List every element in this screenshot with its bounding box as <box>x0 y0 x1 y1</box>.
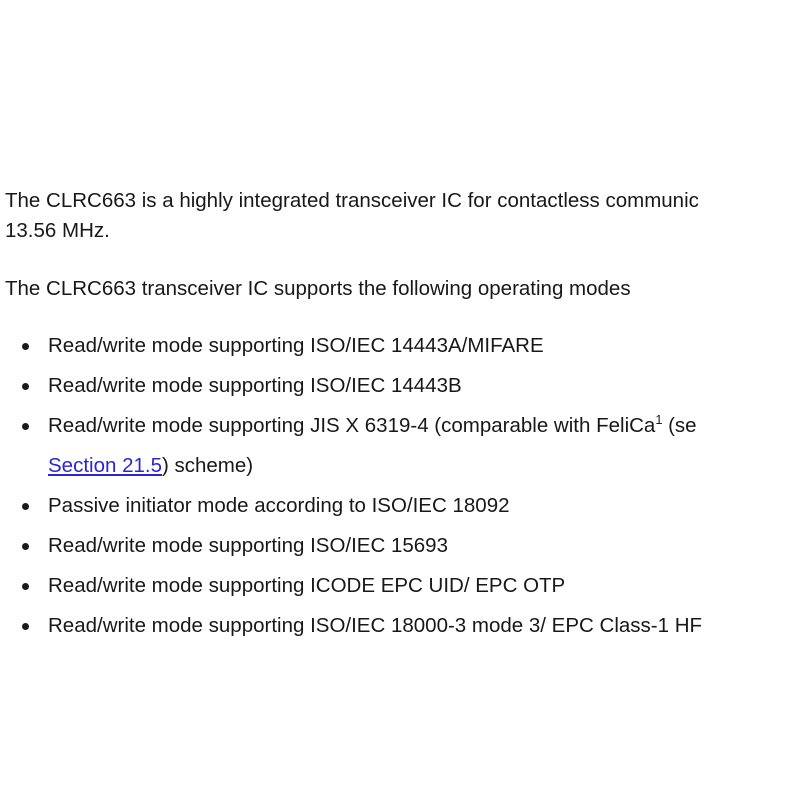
list-item: Read/write mode supporting JIS X 6319-4 … <box>5 406 800 486</box>
operating-modes-list: Read/write mode supporting ISO/IEC 14443… <box>5 326 800 646</box>
bullet-dot-icon <box>22 503 29 510</box>
bullet-dot-icon <box>22 543 29 550</box>
list-item: Read/write mode supporting ISO/IEC 18000… <box>5 606 800 646</box>
list-item-continuation: Section 21.5) scheme) <box>48 446 800 486</box>
bullet-dot-icon <box>22 423 29 430</box>
list-item-label: Read/write mode supporting ISO/IEC 18000… <box>48 614 703 637</box>
document-content: The CLRC663 is a highly integrated trans… <box>5 186 800 646</box>
operating-modes-lead-in-line-1: The CLRC663 transceiver IC supports the … <box>5 277 631 300</box>
section-21-5-link[interactable]: Section 21.5 <box>48 454 162 477</box>
list-item-label: Passive initiator mode according to ISO/… <box>48 494 510 517</box>
intro-paragraph: The CLRC663 is a highly integrated trans… <box>5 186 800 246</box>
list-item: Read/write mode supporting ISO/IEC 15693 <box>5 526 800 566</box>
list-item: Read/write mode supporting ISO/IEC 14443… <box>5 366 800 406</box>
bullet-dot-icon <box>22 623 29 630</box>
list-item-text-after-superscript: (se <box>662 414 697 437</box>
list-item-label: Read/write mode supporting ISO/IEC 15693 <box>48 534 448 557</box>
bullet-dot-icon <box>22 383 29 390</box>
list-item-label: Read/write mode supporting ISO/IEC 14443… <box>48 374 462 397</box>
bullet-dot-icon <box>22 583 29 590</box>
list-item-label: Read/write mode supporting ISO/IEC 14443… <box>48 334 544 357</box>
operating-modes-lead-in: The CLRC663 transceiver IC supports the … <box>5 274 800 304</box>
list-item-continuation-text: ) scheme) <box>161 454 254 477</box>
bullet-dot-icon <box>22 343 29 350</box>
list-item-text-before-superscript: Read/write mode supporting JIS X 6319-4 … <box>48 414 656 437</box>
intro-paragraph-line-2: 13.56 MHz. <box>5 219 110 242</box>
intro-paragraph-line-1: The CLRC663 is a highly integrated trans… <box>5 189 699 212</box>
list-item: Read/write mode supporting ICODE EPC UID… <box>5 566 800 606</box>
list-item-label: Read/write mode supporting JIS X 6319-4 … <box>48 406 800 446</box>
list-item-label: Read/write mode supporting ICODE EPC UID… <box>48 574 566 597</box>
footnote-marker: 1 <box>655 412 663 428</box>
list-item: Read/write mode supporting ISO/IEC 14443… <box>5 326 800 366</box>
list-item: Passive initiator mode according to ISO/… <box>5 486 800 526</box>
